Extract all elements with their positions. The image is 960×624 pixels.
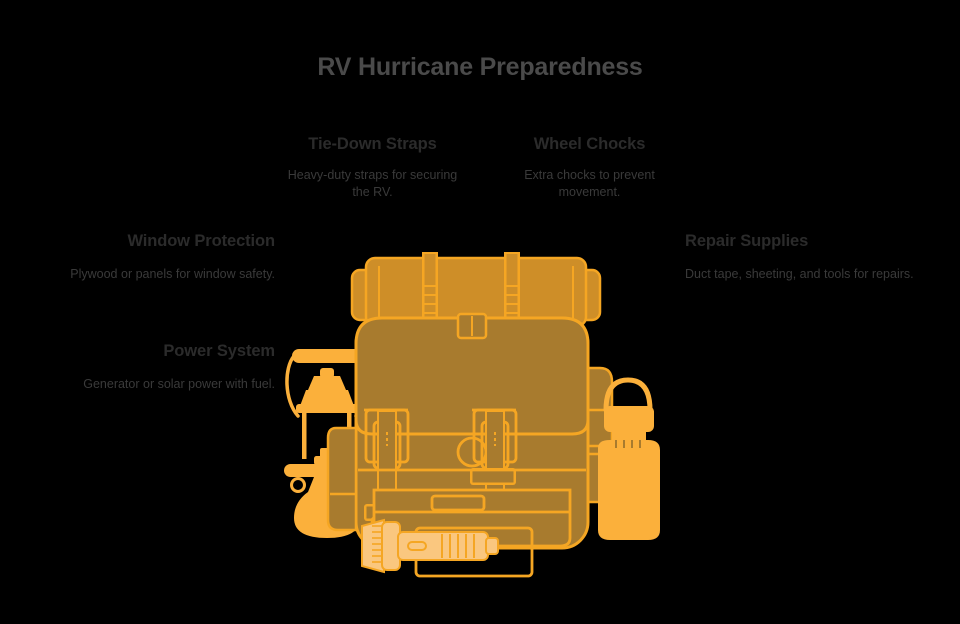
callout-title: Window Protection [127,232,275,250]
callout-description: Extra chocks to prevent movement. [524,168,655,199]
callout-title: Wheel Chocks [533,135,646,153]
callout-title: Repair Supplies [685,232,809,250]
callout-description: Heavy-duty straps for securing the RV. [287,168,458,199]
water-bottle-icon [598,377,660,540]
callout-description: Generator or solar power with fuel. [83,377,275,391]
callout-power-system: Power System Generator or solar power wi… [35,340,275,393]
callout-tie-down-straps: Tie-Down Straps Heavy-duty straps for se… [285,133,460,201]
callout-description: Plywood or panels for window safety. [70,267,275,281]
backpack-with-gear-illustration [276,250,676,580]
bedroll-icon [350,252,602,328]
callout-title: Tie-Down Straps [308,135,437,153]
callout-repair-supplies: Repair Supplies Duct tape, sheeting, and… [685,230,915,283]
flashlight-icon [361,518,499,574]
callout-title: Power System [163,342,275,360]
page-title: RV Hurricane Preparedness [317,53,643,81]
callout-description: Duct tape, sheeting, and tools for repai… [685,267,914,281]
callout-window-protection: Window Protection Plywood or panels for … [55,230,275,283]
callout-wheel-chocks: Wheel Chocks Extra chocks to prevent mov… [497,133,682,201]
